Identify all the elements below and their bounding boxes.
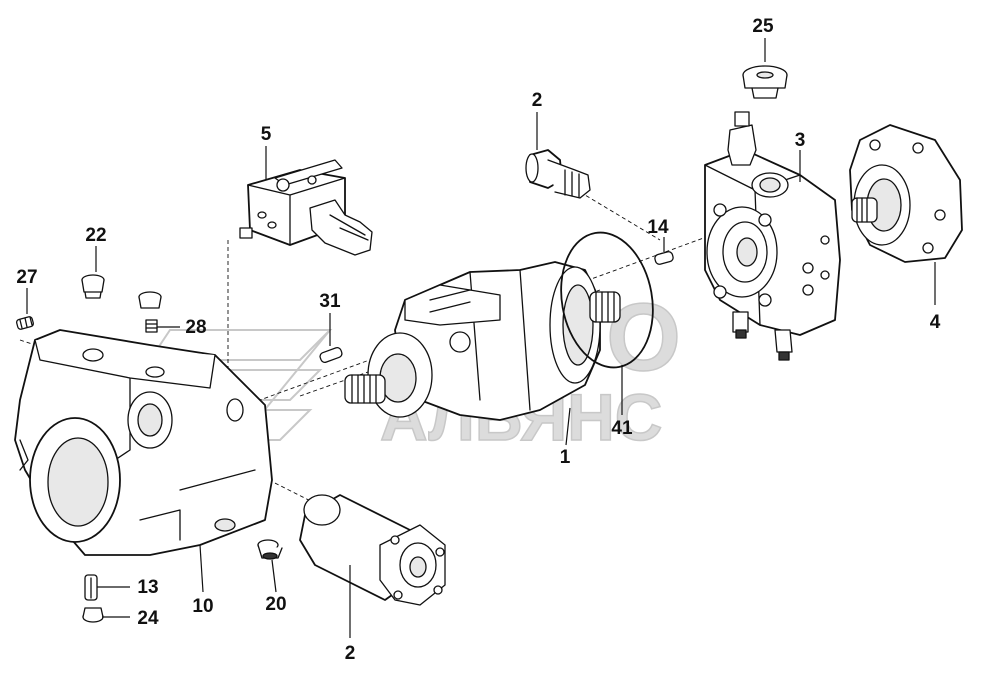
callout-28: 28 — [185, 317, 206, 338]
callout-13: 13 — [137, 577, 158, 598]
callout-2-bottom: 2 — [345, 643, 356, 664]
callout-20: 20 — [265, 594, 286, 615]
part-27-plug — [16, 316, 34, 330]
callout-4: 4 — [930, 312, 941, 333]
part-2-cylinder-bottom — [299, 494, 446, 606]
part-24-plug — [82, 607, 104, 623]
part-14-pin — [654, 251, 674, 265]
part-3-control-housing — [704, 111, 841, 361]
callout-41: 41 — [611, 418, 633, 439]
part-28-plug — [138, 291, 162, 333]
part-5-solenoid-valve — [239, 159, 373, 256]
part-1-rotary-group — [344, 261, 621, 421]
part-13-pin — [84, 574, 98, 601]
callout-2-top: 2 — [532, 90, 543, 111]
callout-25: 25 — [752, 16, 774, 37]
leader-lines — [26, 38, 936, 638]
part-2-valve-cartridge-top — [525, 149, 591, 199]
part-22-plug — [81, 274, 105, 299]
callout-31: 31 — [319, 291, 341, 312]
callout-22: 22 — [85, 225, 106, 246]
part-41-o-ring — [560, 231, 654, 369]
callout-14: 14 — [647, 217, 669, 238]
callout-labels: 1 2 2 3 4 5 10 13 14 20 22 24 25 27 28 3… — [16, 16, 940, 664]
part-31-pin — [319, 347, 343, 363]
callout-27: 27 — [16, 267, 37, 288]
callout-3: 3 — [795, 130, 806, 151]
part-25-plug — [742, 65, 788, 99]
callout-5: 5 — [261, 124, 272, 145]
part-10-housing — [14, 329, 273, 556]
callout-10: 10 — [192, 596, 213, 617]
callout-24: 24 — [137, 608, 159, 629]
part-4-rear-cover — [849, 124, 963, 263]
part-20-plug — [257, 539, 283, 560]
callout-1: 1 — [560, 447, 571, 468]
